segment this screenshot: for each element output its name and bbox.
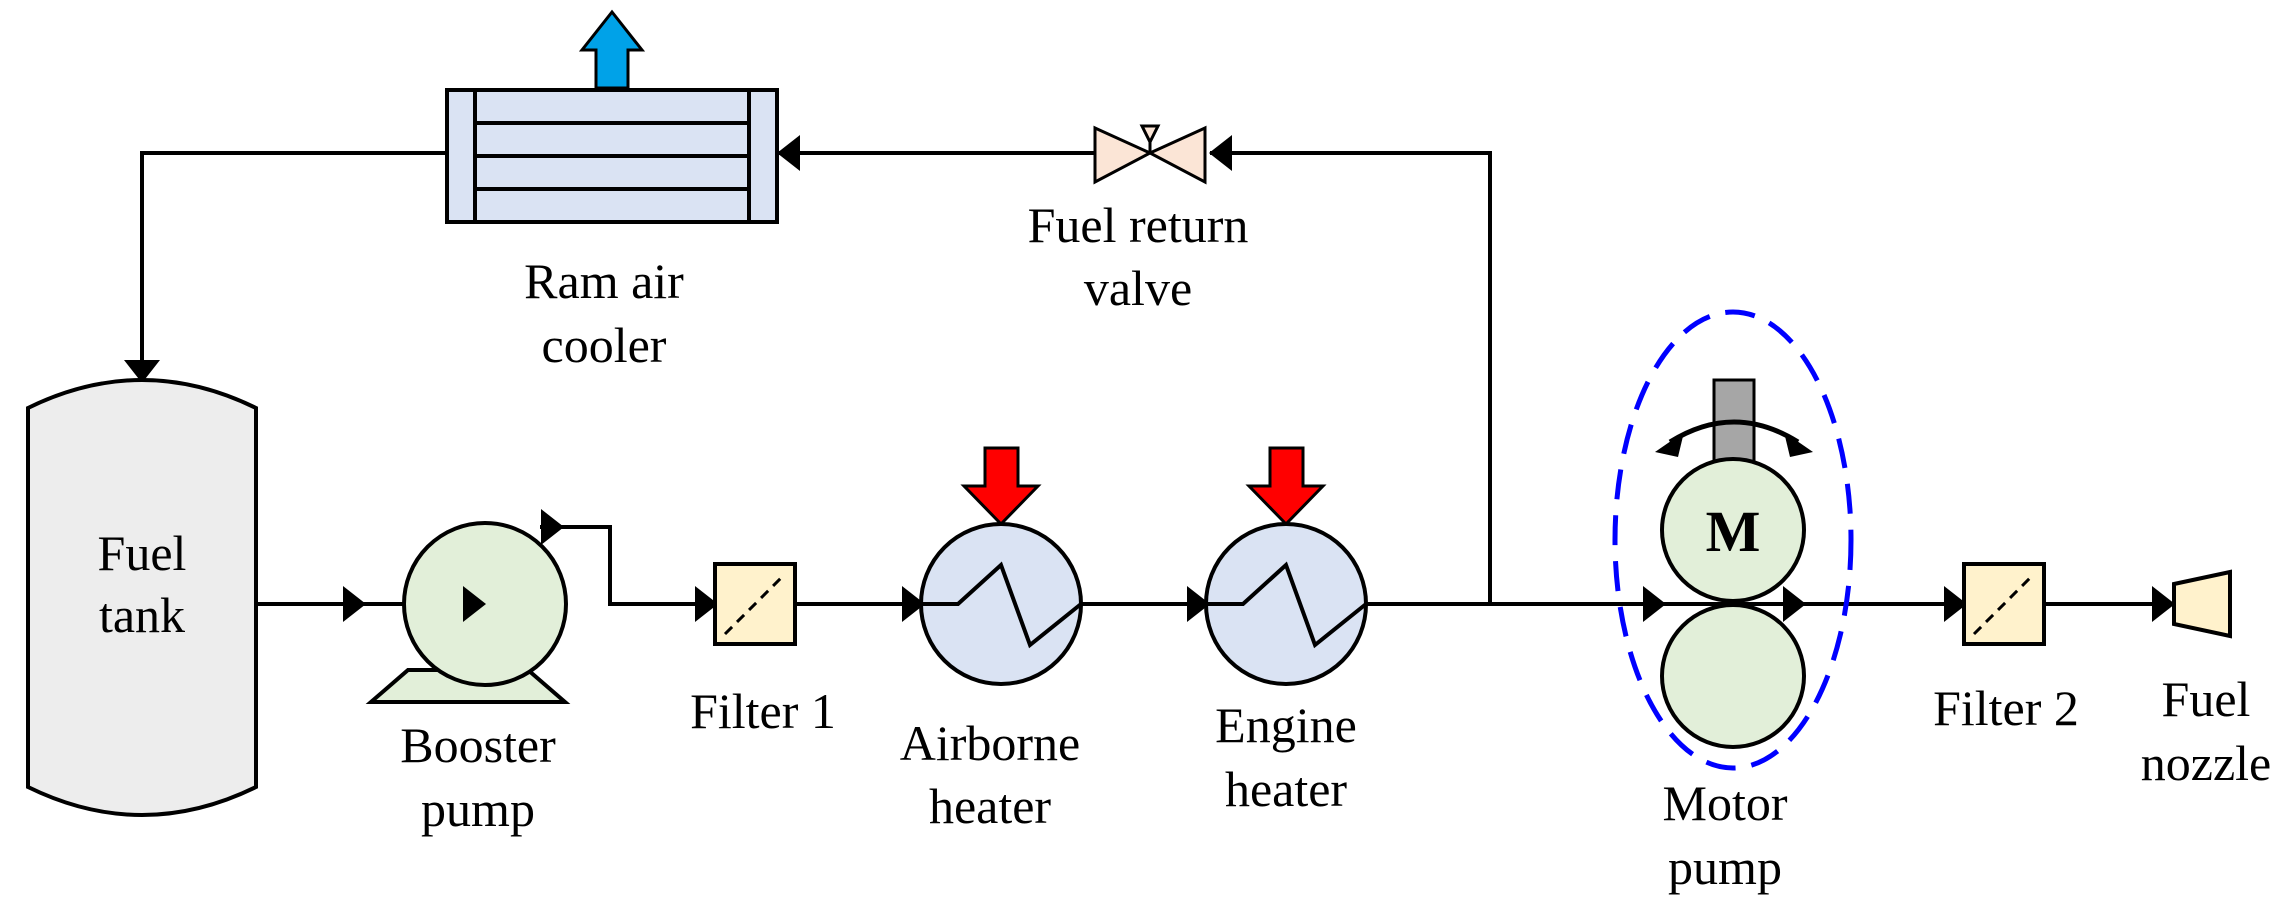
engine-heater-label-line1: Engine	[1215, 697, 1357, 753]
fuel-tank: Fuel tank	[26, 378, 258, 817]
flow-arrow-to-tank	[124, 360, 160, 383]
flow-arrows	[124, 135, 2175, 622]
booster-pump-label-line1: Booster	[400, 717, 556, 773]
engine-heater-label-line2: heater	[1225, 761, 1347, 817]
ram-air-cooler-label-line1: Ram air	[524, 253, 684, 309]
motor-pump-outlet-arrow	[1783, 586, 1806, 622]
filter-2-media-line	[1972, 572, 2036, 636]
airborne-heater: Airborne heater	[900, 446, 1083, 834]
airborne-heater-coil	[921, 561, 1083, 649]
flow-arrow-to-cooler	[777, 135, 800, 171]
filter-1: Filter 1	[690, 562, 836, 739]
pipe-cooler-to-tank	[140, 151, 447, 375]
flow-arrow-to-airborne-heater	[902, 586, 925, 622]
cooler-heat-out-icon	[578, 9, 646, 90]
booster-pump: Booster pump	[365, 521, 571, 837]
fuel-nozzle-body	[2172, 569, 2232, 639]
engine-heater-heat-in-icon	[1245, 446, 1327, 527]
motor-pump-label-line1: Motor	[1663, 775, 1788, 831]
airborne-heater-label-line1: Airborne	[900, 715, 1081, 771]
fuel-nozzle: Fuel nozzle	[2141, 569, 2271, 791]
fuel-return-valve-label-line1: Fuel return	[1028, 197, 1249, 253]
flow-arrow-to-filter2	[1944, 586, 1967, 622]
engine-heater: Engine heater	[1204, 446, 1368, 817]
flow-arrow-booster-outlet	[541, 509, 564, 545]
rotation-arrow-left-icon	[1655, 432, 1684, 457]
fuel-return-valve: Fuel return valve	[1028, 124, 1249, 316]
fuel-return-valve-right-cone	[1146, 125, 1207, 185]
filter-1-label: Filter 1	[690, 683, 836, 739]
flow-arrow-to-nozzle	[2152, 586, 2175, 622]
ram-air-cooler: Ram air cooler	[445, 9, 779, 373]
motor-symbol: M	[1706, 499, 1761, 564]
booster-pump-impeller-arrow	[463, 586, 486, 622]
ram-air-cooler-label-line2: cooler	[542, 317, 667, 373]
flow-arrow-to-filter1	[695, 586, 718, 622]
fuel-tank-shape	[26, 378, 258, 817]
airborne-heater-heat-in-icon	[960, 446, 1042, 527]
fuel-tank-label-line1: Fuel	[98, 525, 187, 581]
flow-arrow-to-valve	[1209, 135, 1232, 171]
flow-arrow-to-booster	[343, 586, 366, 622]
fuel-nozzle-label-line1: Fuel	[2162, 671, 2251, 727]
fuel-return-valve-label-line2: valve	[1084, 260, 1192, 316]
rotation-arrow-right-icon	[1784, 432, 1813, 457]
flow-arrow-to-motor-pump	[1643, 586, 1666, 622]
fuel-return-valve-left-cone	[1093, 125, 1154, 185]
filter-1-media-line	[723, 572, 787, 636]
motor-pump: M Motor pump	[1612, 309, 1854, 895]
airborne-heater-label-line2: heater	[929, 778, 1051, 834]
motor-pump-rotor-lower	[1660, 603, 1806, 749]
engine-heater-coil	[1206, 561, 1368, 649]
motor-pump-rotation-arc	[1668, 419, 1800, 445]
fuel-return-valve-actuator	[1139, 124, 1161, 146]
pipe-booster-to-filter1	[540, 525, 712, 606]
motor-pump-shaft	[1712, 378, 1756, 474]
booster-pump-label-line2: pump	[421, 781, 535, 837]
motor-pump-label-line2: pump	[1668, 839, 1782, 895]
flow-arrow-to-engine-heater	[1187, 586, 1210, 622]
fuel-nozzle-label-line2: nozzle	[2141, 735, 2271, 791]
filter-2: Filter 2	[1933, 562, 2079, 736]
motor-pump-boundary	[1612, 309, 1854, 771]
motor-pump-rotor-upper	[1660, 457, 1806, 603]
filter-2-label: Filter 2	[1933, 680, 2079, 736]
pipe-return-riser	[1210, 151, 1492, 604]
fuel-tank-label-line2: tank	[99, 587, 185, 643]
